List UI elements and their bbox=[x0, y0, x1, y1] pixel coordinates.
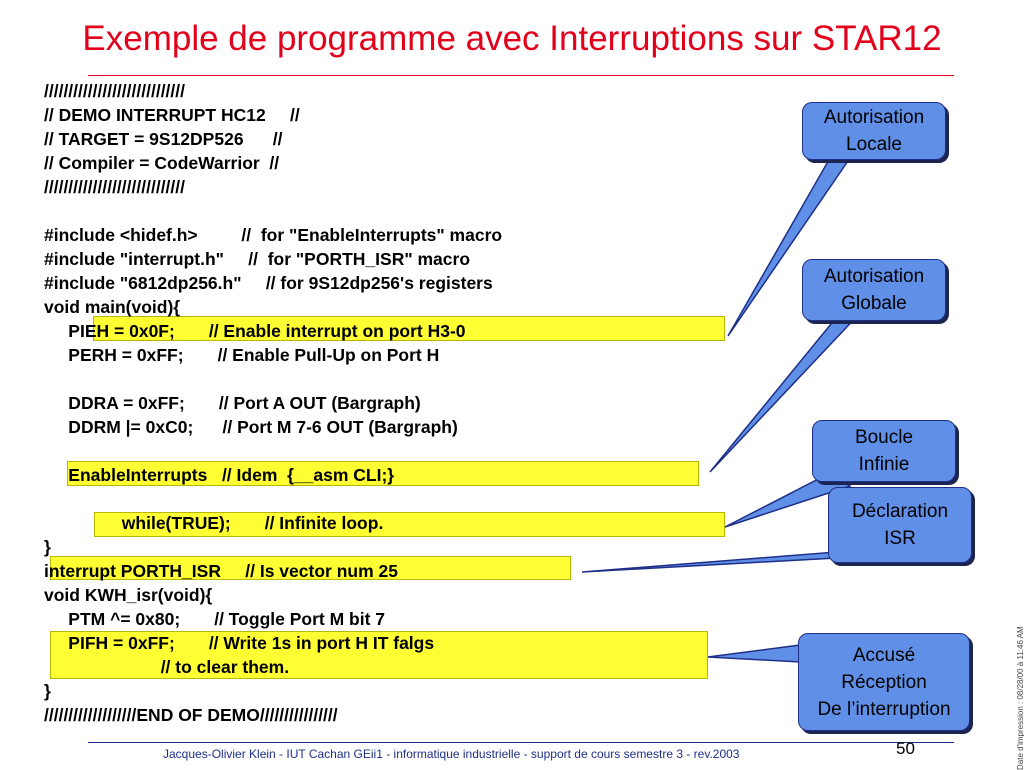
pointer-isr bbox=[581, 551, 837, 573]
callout-text: Infinie bbox=[858, 454, 910, 475]
code-line: DDRA = 0xFF; // Port A OUT (Bargraph) bbox=[44, 393, 421, 413]
code-line: ///////////////////////////// bbox=[44, 177, 185, 197]
code-line: // Compiler = CodeWarrior // bbox=[44, 153, 280, 173]
code-line: ///////////////////END OF DEMO//////////… bbox=[44, 705, 338, 725]
pointer-accuse bbox=[707, 644, 801, 663]
highlight-pifh bbox=[50, 631, 708, 679]
slide-title: Exemple de programme avec Interruptions … bbox=[82, 19, 942, 58]
callout-autorisation-globale: Autorisation Globale bbox=[802, 259, 946, 321]
callout-boucle-infinie: Boucle Infinie bbox=[812, 420, 956, 482]
code-line: // DEMO INTERRUPT HC12 // bbox=[44, 105, 300, 125]
code-line: #include "interrupt.h" // for "PORTH_ISR… bbox=[44, 249, 471, 269]
code-line: #include <hidef.h> // for "EnableInterru… bbox=[44, 225, 503, 245]
callout-accuse-reception: Accusé Réception De l’interruption bbox=[798, 633, 970, 731]
code-line: PIFH = 0xFF; // Write 1s in port H IT fa… bbox=[44, 633, 435, 653]
code-line: PTM ^= 0x80; // Toggle Port M bit 7 bbox=[44, 609, 385, 629]
callout-text: Déclaration bbox=[851, 501, 949, 522]
highlight-interrupt-decl bbox=[50, 556, 571, 580]
highlight-while-loop bbox=[94, 512, 725, 537]
print-date: Date d'impression : 08/28/00 à 11:46 AM bbox=[1016, 626, 1024, 770]
code-line: interrupt PORTH_ISR // Is vector num 25 bbox=[44, 561, 398, 581]
callout-text: Autorisation bbox=[823, 266, 925, 287]
code-line: PERH = 0xFF; // Enable Pull-Up on Port H bbox=[44, 345, 440, 365]
callout-text: Réception bbox=[841, 671, 927, 693]
code-line: #include "6812dp256.h" // for 9S12dp256'… bbox=[44, 273, 493, 293]
footer-text: Jacques-Olivier Klein - IUT Cachan GEii1… bbox=[163, 747, 740, 761]
callout-text: De l’interruption bbox=[817, 698, 951, 720]
callout-declaration-isr: Déclaration ISR bbox=[828, 487, 972, 563]
code-line: EnableInterrupts // Idem {__asm CLI;} bbox=[44, 465, 395, 485]
callout-text: Locale bbox=[846, 134, 902, 155]
code-line: DDRM |= 0xC0; // Port M 7-6 OUT (Bargrap… bbox=[44, 417, 458, 437]
code-line: while(TRUE); // Infinite loop. bbox=[44, 513, 384, 533]
code-line: } bbox=[44, 537, 51, 557]
code-line: } bbox=[44, 681, 51, 701]
highlight-enable-interrupts bbox=[67, 461, 699, 486]
callout-text: ISR bbox=[884, 528, 916, 549]
callout-text: Autorisation bbox=[823, 107, 925, 128]
page-number: 50 bbox=[896, 739, 915, 758]
callout-text: Boucle bbox=[854, 427, 914, 448]
callout-autorisation-locale: Autorisation Locale bbox=[802, 102, 946, 160]
highlight-pieh bbox=[93, 316, 725, 341]
title-underline bbox=[88, 75, 954, 76]
callout-text: Accusé bbox=[852, 644, 916, 666]
code-line: PIEH = 0x0F; // Enable interrupt on port… bbox=[44, 321, 466, 341]
code-line: // to clear them. bbox=[44, 657, 290, 677]
code-line: void KWH_isr(void){ bbox=[44, 585, 213, 605]
code-line: void main(void){ bbox=[44, 297, 181, 317]
code-line: ///////////////////////////// bbox=[44, 81, 185, 101]
footer-rule bbox=[88, 742, 954, 743]
callout-text: Globale bbox=[841, 293, 907, 314]
code-line: // TARGET = 9S12DP526 // bbox=[44, 129, 283, 149]
